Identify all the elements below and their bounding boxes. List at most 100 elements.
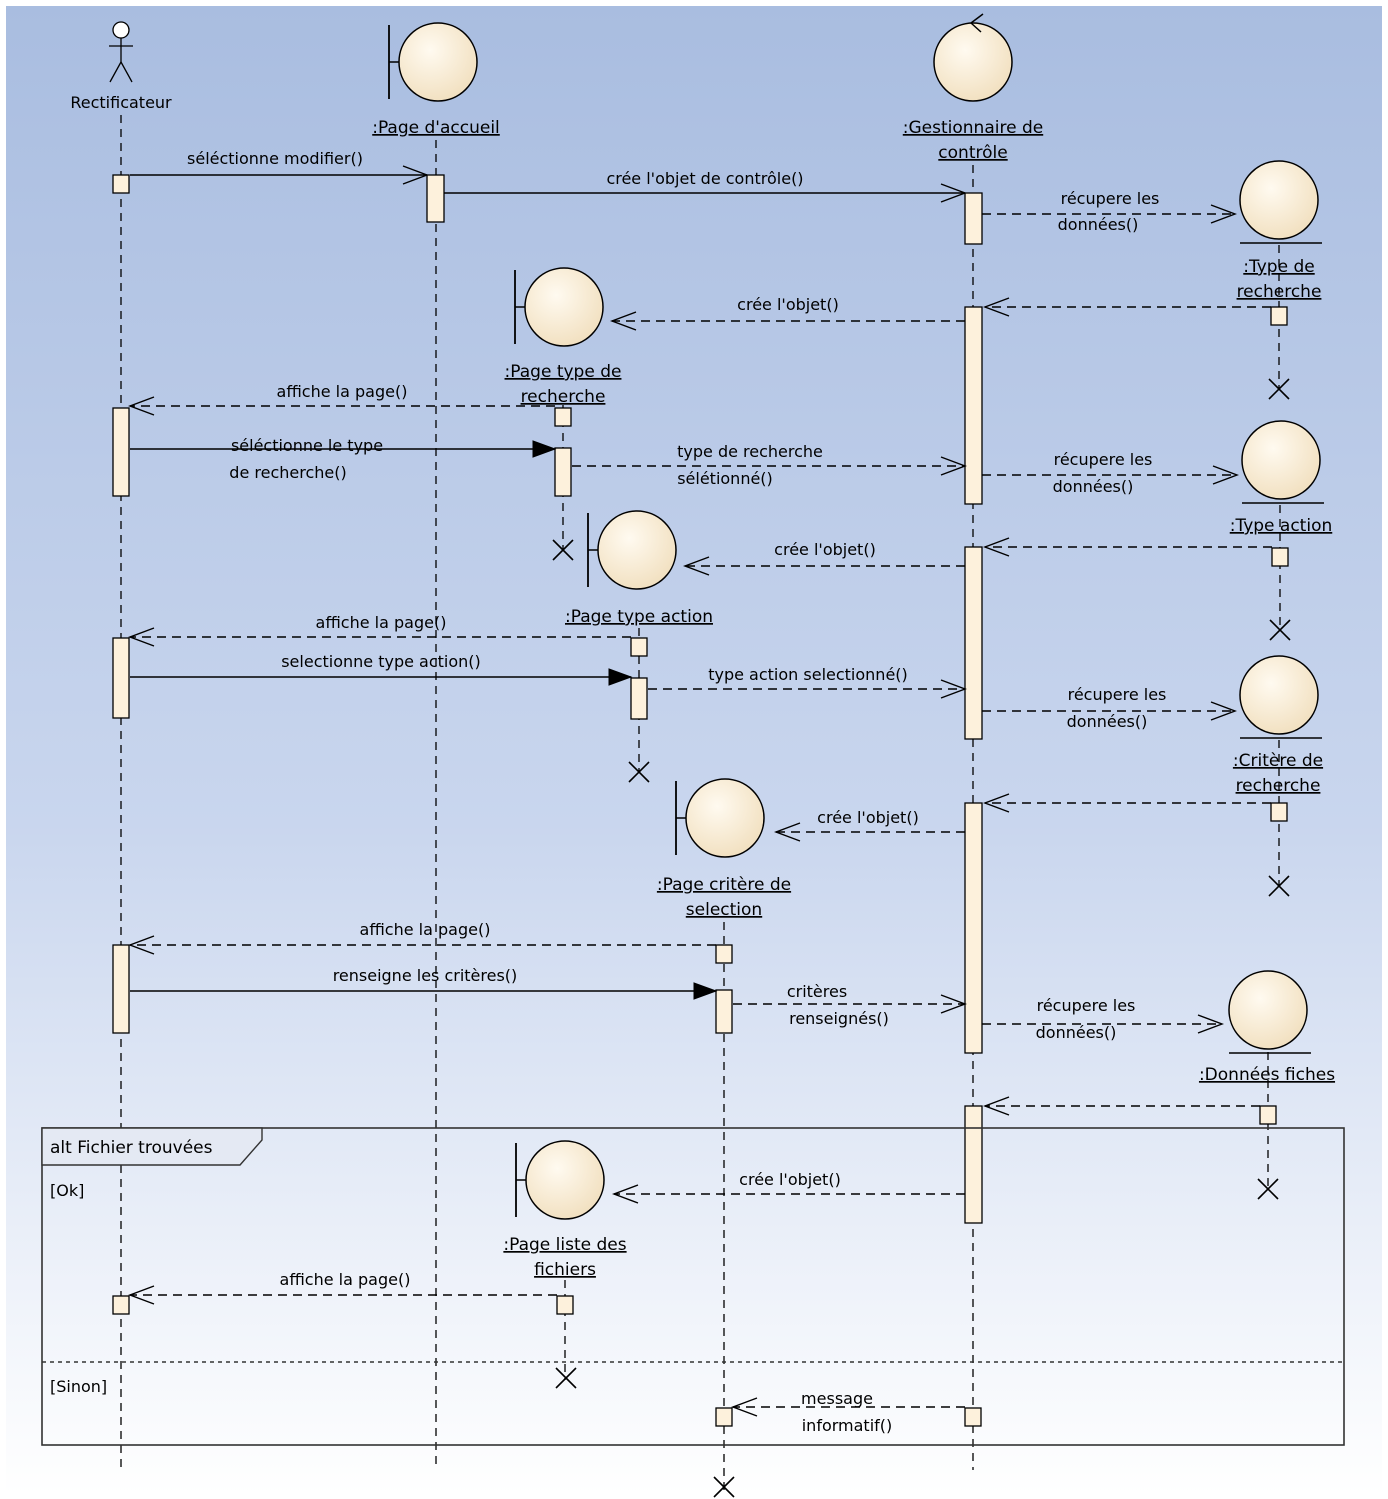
activation-bar [112, 637, 130, 719]
participant-type-action: :Type action [1230, 420, 1333, 536]
participant-label: recherche [1237, 282, 1322, 302]
destroy-stroke [1257, 1178, 1279, 1200]
object-ball [1241, 420, 1321, 500]
object-ball [398, 22, 478, 102]
message-m11: selectionne type action() [130, 652, 633, 686]
arrowhead-open [1210, 701, 1237, 721]
activation-bar [964, 1407, 982, 1427]
canvas-background [6, 6, 1382, 1494]
actor-icon [109, 21, 133, 83]
actor-leg-left [109, 61, 122, 83]
object-ball [597, 510, 677, 590]
message-return [983, 1096, 1260, 1116]
message-m10: affiche la page() [128, 613, 631, 647]
activation-bar [556, 1295, 574, 1315]
destroy-marker [552, 539, 574, 561]
activation-bar [112, 407, 130, 497]
activation-bar [630, 637, 648, 657]
message-m5: affiche la page() [128, 382, 555, 416]
activation-bar [112, 174, 130, 194]
arrowhead-open [940, 994, 967, 1014]
message-label: crée l'objet() [737, 295, 839, 314]
activation-bar [554, 447, 572, 497]
message-return [983, 537, 1272, 557]
arrowhead-open [128, 627, 155, 647]
arrowhead-open [731, 1397, 758, 1417]
destroy-stroke [1268, 875, 1290, 897]
participant-label: :Page critère de [657, 875, 791, 895]
boundary-icon [675, 778, 765, 858]
guard-ok: [Ok] [50, 1181, 84, 1200]
message-label: récupere les [1061, 189, 1160, 208]
object-ball [1228, 970, 1308, 1050]
destroy-stroke [552, 539, 574, 561]
object-ball [685, 778, 765, 858]
message-m14: crée l'objet() [774, 808, 965, 842]
destroy-marker [555, 1367, 577, 1389]
message-label: données() [1053, 477, 1134, 496]
activation-bar [964, 802, 983, 1054]
object-ball [524, 267, 604, 347]
boundary-icon [515, 1140, 605, 1220]
activation-bar [715, 989, 733, 1034]
message-label: de recherche() [229, 463, 346, 482]
arrowhead-open [402, 165, 429, 185]
message-label: selectionne type action() [281, 652, 481, 671]
arrowhead-open [983, 297, 1010, 317]
arrowhead-filled [693, 982, 718, 1000]
fragment-title: alt Fichier trouvées [50, 1138, 213, 1158]
message-return [983, 297, 1271, 317]
arrowhead-filled [532, 440, 557, 458]
participant-label: recherche [521, 387, 606, 407]
message-m12: type action selectionné() [648, 665, 967, 699]
message-m3: récupere les données() [982, 189, 1237, 234]
activation-bar [112, 944, 130, 1034]
message-m2: crée l'objet de contrôle() [444, 169, 967, 203]
participant-label: recherche [1236, 776, 1321, 796]
arrowhead-open [940, 679, 967, 699]
arrowhead-open [983, 1096, 1010, 1116]
message-m6: séléctionne le type de recherche() [130, 436, 557, 482]
activation-bar [1271, 547, 1289, 567]
participant-label: :Type de [1243, 257, 1314, 277]
message-label: récupere les [1037, 996, 1136, 1015]
entity-icon [1239, 160, 1322, 244]
control-arrowhead [970, 13, 984, 33]
participant-page-critere: :Page critère de selection [657, 778, 791, 920]
participant-label: selection [686, 900, 762, 920]
message-label: récupere les [1054, 450, 1153, 469]
boundary-icon [587, 510, 677, 590]
control-icon [933, 13, 1013, 102]
message-label: séléctionne le type [231, 436, 383, 455]
activation-bar [964, 546, 983, 740]
arrowhead-open [612, 1184, 639, 1204]
arrowhead-filled [608, 668, 633, 686]
message-label: renseignés() [789, 1009, 889, 1028]
arrowhead-open [610, 311, 637, 331]
message-m9: crée l'objet() [683, 540, 965, 576]
participant-label: :Type action [1230, 516, 1333, 536]
guard-sinon: [Sinon] [50, 1377, 107, 1396]
boundary-icon [514, 267, 604, 347]
actor-head [112, 21, 130, 39]
message-m16: renseigne les critères() [130, 966, 718, 1000]
message-label: sélétionné() [677, 469, 773, 488]
activation-bar [1270, 306, 1288, 326]
message-label: séléctionne modifier() [187, 149, 363, 168]
boundary-icon [388, 22, 478, 102]
destroy-marker [1268, 378, 1290, 400]
destroy-stroke [713, 1476, 735, 1498]
message-label: critères [787, 982, 847, 1001]
object-ball [933, 22, 1013, 102]
participant-page-accueil: :Page d'accueil [372, 22, 500, 138]
message-label: données() [1058, 215, 1139, 234]
entity-icon [1228, 970, 1311, 1054]
message-m4: crée l'objet() [610, 295, 965, 331]
participant-label: :Page liste des [503, 1235, 626, 1255]
